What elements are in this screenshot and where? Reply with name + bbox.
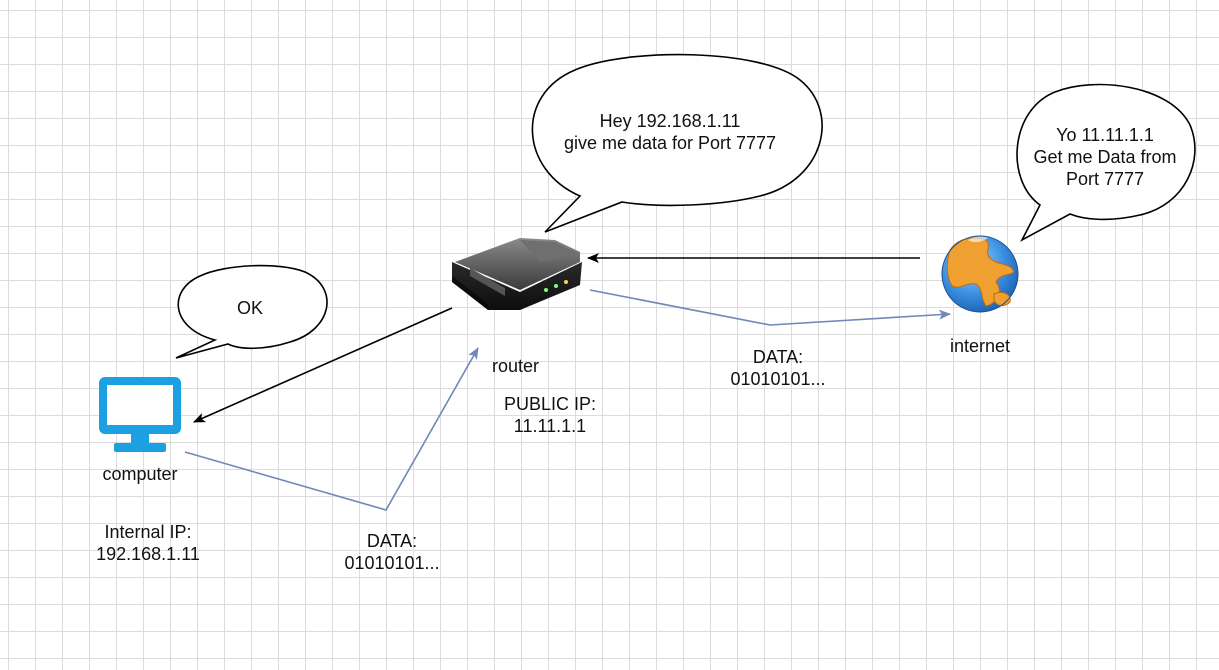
internet-bubble-line-2: Get me Data from xyxy=(1033,147,1177,167)
computer-ip-title: Internal IP: xyxy=(104,522,192,542)
internet-bubble-line-1: Yo 11.11.1.1 xyxy=(1056,125,1154,145)
data-label-value: 01010101... xyxy=(730,369,826,389)
router-to-internet-data-arrow xyxy=(589,289,951,326)
data-label-title: DATA: xyxy=(752,347,804,367)
data-label-computer-router: DATA: 01010101... xyxy=(327,530,457,574)
monitor-icon[interactable] xyxy=(99,377,181,452)
router-ip-title: PUBLIC IP: xyxy=(503,394,597,414)
computer-ip-value: 192.168.1.11 xyxy=(96,544,200,564)
router-icon[interactable] xyxy=(452,238,582,310)
computer-ip-info: Internal IP: 192.168.1.11 xyxy=(78,521,218,565)
data-label-value: 01010101... xyxy=(344,553,440,573)
router-ip-info: PUBLIC IP: 11.11.1.1 xyxy=(480,393,620,437)
globe-icon[interactable] xyxy=(941,235,1019,313)
router-bubble-text: Hey 192.168.1.11 give me data for Port 7… xyxy=(535,110,805,154)
internet-speech-bubble xyxy=(1016,83,1196,242)
data-label-title: DATA: xyxy=(366,531,418,551)
computer-to-router-data-arrow xyxy=(184,347,479,511)
router-bubble-line-1: Hey 192.168.1.11 xyxy=(599,111,741,131)
router-to-computer-arrow xyxy=(193,307,453,423)
data-label-router-internet: DATA: 01010101... xyxy=(713,346,843,390)
router-label: router xyxy=(492,356,540,376)
internet-bubble-line-3: Port 7777 xyxy=(1065,169,1145,189)
internet-label: internet xyxy=(949,336,1011,356)
router-ip-value: 11.11.1.1 xyxy=(513,416,587,436)
router-speech-bubble xyxy=(531,53,823,233)
computer-speech-bubble xyxy=(175,264,328,359)
computer-label: computer xyxy=(102,464,178,484)
computer-bubble-line: OK xyxy=(236,298,263,318)
router-bubble-line-2: give me data for Port 7777 xyxy=(563,133,777,153)
internet-bubble-text: Yo 11.11.1.1 Get me Data from Port 7777 xyxy=(1020,124,1190,190)
computer-bubble-text: OK xyxy=(225,297,275,319)
